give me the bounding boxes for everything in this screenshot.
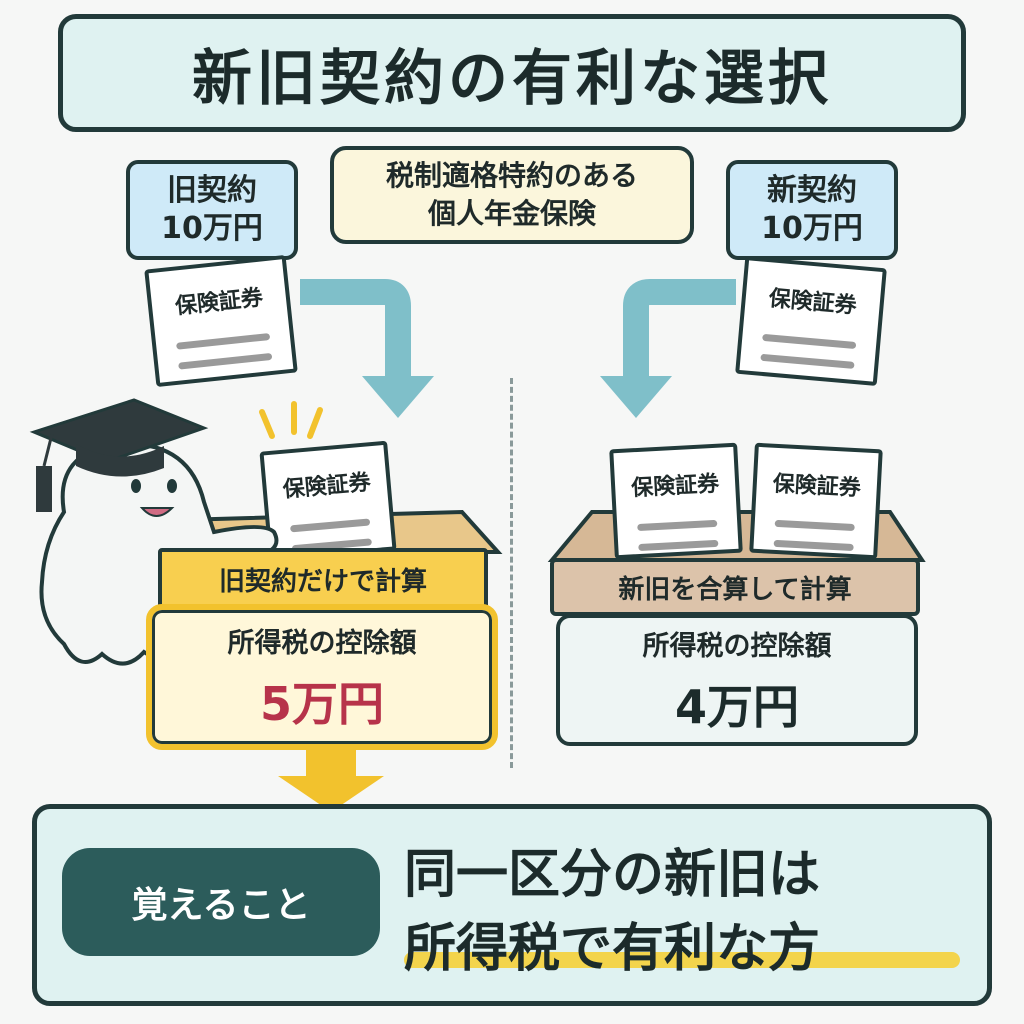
product-line-2: 個人年金保険 — [427, 197, 596, 230]
product-tag: 税制適格特約のある 個人年金保険 — [330, 146, 694, 244]
certificate-line — [760, 353, 855, 369]
takeaway-text: 同一区分の新旧は 所得税で有利な方 — [404, 832, 974, 992]
ghost-eye-left — [131, 479, 141, 493]
old-contract-arrowhead — [362, 376, 434, 418]
old-contract-tag: 旧契約 10万円 — [126, 160, 298, 260]
ghost-mouth — [139, 507, 175, 517]
new-contract-arrowhead — [600, 376, 672, 418]
certificate-line — [289, 518, 371, 533]
right-box-certificate-2: 保険証券 — [749, 442, 883, 560]
certificate-line — [773, 539, 854, 552]
old-certificate-title: 保険証券 — [173, 285, 265, 320]
page-title: 新旧契約の有利な選択 — [192, 43, 832, 114]
result-arrowhead — [278, 776, 384, 812]
center-divider — [510, 378, 513, 768]
old-contract-arrow — [300, 279, 411, 380]
left-box-certificate-title: 保険証券 — [281, 470, 372, 503]
new-contract-arrow — [623, 279, 736, 380]
right-result-card: 所得税の控除額 4万円 — [556, 614, 918, 746]
old-contract-name: 旧契約 — [167, 173, 257, 208]
new-certificate-title: 保険証券 — [767, 286, 858, 319]
new-certificate: 保険証券 — [735, 256, 887, 386]
certificate-line — [774, 519, 855, 532]
grad-cap-base — [76, 444, 164, 477]
takeaway-highlight — [404, 952, 960, 968]
left-result-card: 所得税の控除額 5万円 — [146, 604, 498, 750]
takeaway-pill: 覚えること — [62, 848, 380, 956]
left-result-label: 所得税の控除額 — [227, 627, 417, 659]
right-result-value: 4万円 — [674, 679, 799, 734]
takeaway-line-2: 所得税で有利な方 — [404, 919, 821, 979]
old-contract-amount: 10万円 — [161, 211, 263, 246]
old-certificate: 保険証券 — [144, 254, 298, 388]
takeaway-line-1: 同一区分の新旧は — [404, 845, 821, 905]
certificate-line — [638, 539, 719, 552]
left-result-value: 5万円 — [259, 676, 384, 731]
certificate-line — [176, 332, 271, 350]
certificate-line — [637, 519, 718, 532]
title-banner: 新旧契約の有利な選択 — [58, 14, 966, 132]
sparkle-line-1 — [259, 409, 275, 439]
left-box-label: 旧契約だけで計算 — [158, 548, 488, 610]
certificate-line — [762, 333, 857, 350]
new-contract-name: 新契約 — [767, 173, 857, 208]
right-box-certificate-1-title: 保険証券 — [630, 471, 720, 502]
right-box-certificate-2-title: 保険証券 — [772, 471, 862, 502]
new-contract-tag: 新契約 10万円 — [726, 160, 898, 260]
right-result-label: 所得税の控除額 — [642, 630, 832, 662]
right-box-certificate-1: 保険証券 — [609, 442, 743, 560]
grad-cap-tassel — [36, 466, 52, 512]
sparkle-line-3 — [307, 407, 323, 439]
certificate-line — [178, 352, 273, 370]
grad-cap-tassel-cord — [42, 433, 54, 467]
result-arrow-shaft — [306, 748, 356, 778]
right-box-label: 新旧を合算して計算 — [550, 558, 920, 616]
product-line-1: 税制適格特約のある — [385, 159, 638, 192]
ghost-eye-right — [167, 479, 177, 493]
grad-cap-top — [29, 398, 209, 464]
new-contract-amount: 10万円 — [761, 211, 863, 246]
